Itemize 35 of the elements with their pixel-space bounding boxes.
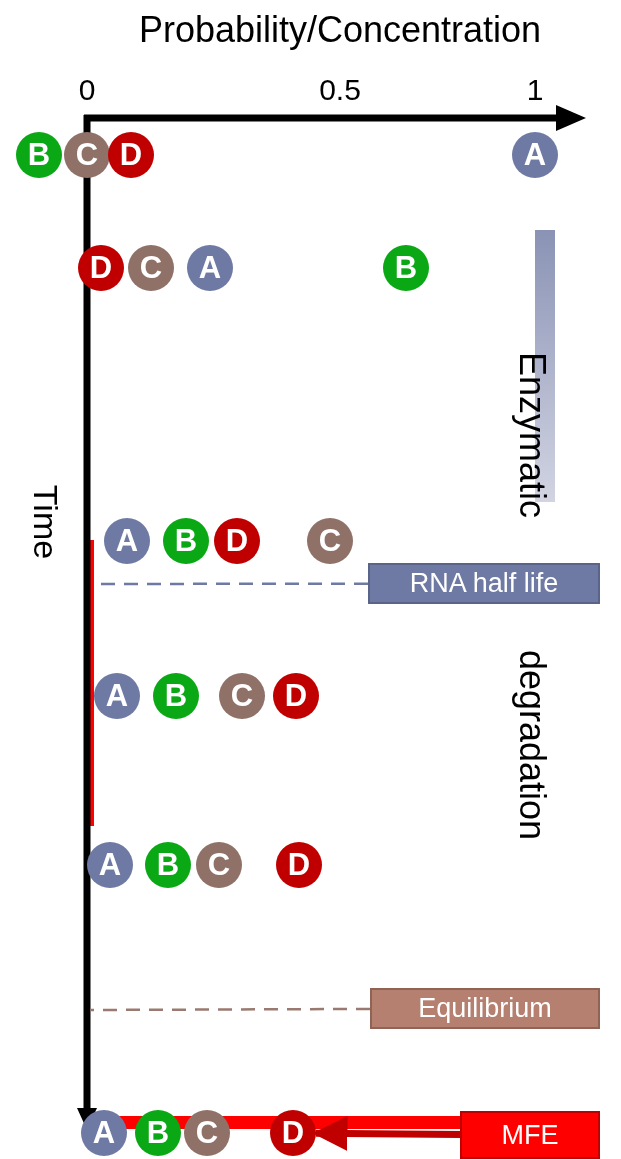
state-circle: A [94,673,140,719]
state-circle: B [145,842,191,888]
state-circle: C [196,842,242,888]
state-circle: D [270,1110,316,1156]
state-circle: A [87,842,133,888]
state-circle: C [219,673,265,719]
state-circle: D [214,518,260,564]
axis-title: Time [29,484,63,560]
state-circle: C [184,1110,230,1156]
annotation-text: degradation [514,649,550,841]
state-circle: A [187,245,233,291]
state-circle: D [78,245,124,291]
leader-line [90,1007,370,1012]
state-circle: A [81,1110,127,1156]
state-circle: C [64,132,110,178]
state-circle: B [153,673,199,719]
state-circle: D [108,132,154,178]
label-box: MFE [460,1111,600,1159]
label-box: Equilibrium [370,988,600,1029]
state-circle: B [135,1110,181,1156]
state-circle: A [512,132,558,178]
state-circle: B [16,132,62,178]
state-circle: A [104,518,150,564]
annotation-text: Enzymatic [514,352,550,518]
state-circle: D [273,673,319,719]
state-circle: D [276,842,322,888]
state-circle: B [163,518,209,564]
label-box: RNA half life [368,563,600,604]
axis-title: Probability/Concentration [138,12,542,48]
tick-label: 1 [526,75,544,105]
tick-label: 0 [78,75,96,105]
tick-label: 0.5 [319,75,361,105]
state-circle: B [383,245,429,291]
state-circle: C [307,518,353,564]
state-circle: C [128,245,174,291]
